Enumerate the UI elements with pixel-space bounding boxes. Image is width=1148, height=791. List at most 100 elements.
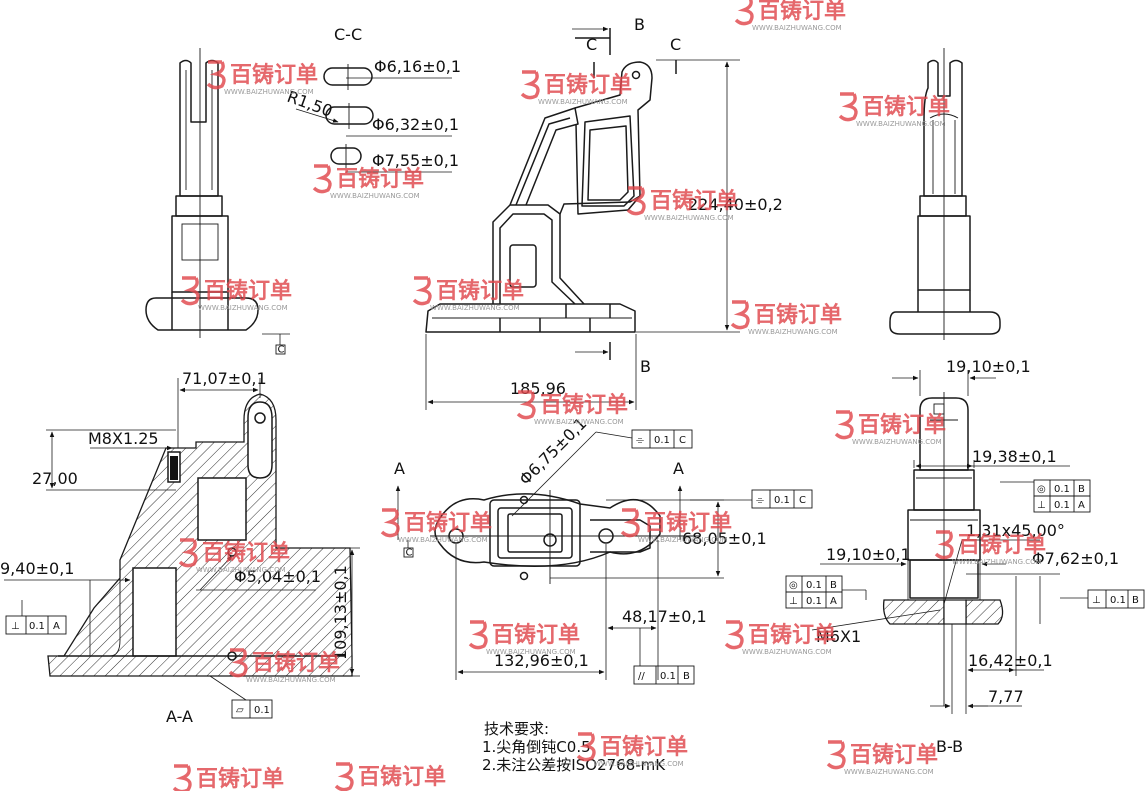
svg-text:WWW.BAIZHUWANG.COM: WWW.BAIZHUWANG.COM [594, 760, 684, 768]
dim-bb-thread: M6X1 [816, 627, 861, 646]
svg-text:WWW.BAIZHUWANG.COM: WWW.BAIZHUWANG.COM [748, 328, 838, 336]
svg-text:0.1: 0.1 [1110, 595, 1126, 606]
right-elevation-view [889, 48, 1001, 340]
notes-line-1: 1.尖角倒钝C0.5 [482, 738, 591, 756]
datum-marker-c2: C [406, 548, 413, 559]
svg-text:百铸订单: 百铸订单 [544, 72, 632, 98]
svg-text:B: B [1078, 484, 1085, 495]
fcf-bb-perp-1: ⊥ 0.1 A [1033, 495, 1091, 513]
svg-text:百铸订单: 百铸订单 [862, 94, 950, 120]
svg-text:WWW.BAIZHUWANG.COM: WWW.BAIZHUWANG.COM [644, 214, 734, 222]
svg-text:◎: ◎ [789, 580, 798, 591]
svg-text:C: C [799, 495, 806, 506]
svg-text:百铸订单: 百铸订单 [858, 412, 946, 438]
svg-text:百铸订单: 百铸订单 [958, 532, 1046, 558]
svg-text:WWW.BAIZHUWANG.COM: WWW.BAIZHUWANG.COM [330, 192, 420, 200]
svg-text:C: C [679, 435, 686, 446]
svg-text:WWW.BAIZHUWANG.COM: WWW.BAIZHUWANG.COM [852, 438, 942, 446]
dim-bb-dia: Φ7,62±0,1 [1032, 549, 1119, 568]
svg-text:百铸订单: 百铸订单 [202, 540, 290, 566]
dim-aa-depth: 27,00 [32, 469, 78, 488]
section-cc-label: C-C [334, 25, 362, 44]
dim-bb-w3: 7,77 [988, 687, 1024, 706]
svg-text:0.1: 0.1 [806, 580, 822, 591]
front-elevation-view: 224,40±0,2 185,96 B C C B [425, 15, 783, 410]
dim-top-dist-h1: 48,17±0,1 [622, 607, 707, 626]
svg-text:WWW.BAIZHUWANG.COM: WWW.BAIZHUWANG.COM [198, 304, 288, 312]
svg-text:⌯: ⌯ [756, 495, 764, 506]
svg-text:0.1: 0.1 [806, 596, 822, 607]
fcf-bb-perp-2: ⊥ 0.1 A [785, 591, 843, 609]
dim-top-dist-h2: 132,96±0,1 [494, 651, 589, 670]
fcf-bb-perp-3: ⊥ 0.1 B [1087, 589, 1145, 609]
fcf-bb-conc-1: ◎ 0.1 B [1033, 479, 1091, 497]
svg-text:0.1: 0.1 [254, 705, 270, 716]
svg-text:⌯: ⌯ [636, 435, 644, 446]
dim-top-dist-v: 68,05±0,1 [682, 529, 767, 548]
svg-text:⊥: ⊥ [11, 621, 20, 632]
cut-letter-a-right: A [673, 459, 684, 478]
fcf-top-par: // 0.1 B [633, 665, 695, 685]
svg-text://: // [638, 671, 645, 682]
dim-bb-lower-w: 19,10±0,1 [826, 545, 911, 564]
dim-bb-w2: 16,42±0,1 [968, 651, 1053, 670]
cut-letter-b-top: B [634, 15, 645, 34]
svg-text:百铸订单: 百铸订单 [644, 510, 732, 536]
section-cc-view: C-C Φ6,16±0,1 Φ6,32±0,1 Φ7,55±0,1 R1,50 [285, 25, 461, 173]
svg-text:百铸订单: 百铸订单 [204, 278, 292, 304]
technical-notes: 技术要求: 1.尖角倒钝C0.5 2.未注公差按ISO2768-mK [482, 720, 666, 774]
svg-text:百铸订单: 百铸订单 [252, 650, 340, 676]
cut-letter-b-bottom: B [640, 357, 651, 376]
svg-text:WWW.BAIZHUWANG.COM: WWW.BAIZHUWANG.COM [398, 536, 488, 544]
dim-cc-dia2: Φ6,32±0,1 [372, 115, 459, 134]
svg-text:WWW.BAIZHUWANG.COM: WWW.BAIZHUWANG.COM [196, 566, 286, 574]
dim-cc-dia3: Φ7,55±0,1 [372, 151, 459, 170]
svg-text:0.1: 0.1 [29, 621, 45, 632]
svg-text:B: B [683, 671, 690, 682]
dim-aa-width: 71,07±0,1 [182, 369, 267, 388]
svg-text:WWW.BAIZHUWANG.COM: WWW.BAIZHUWANG.COM [856, 120, 946, 128]
section-bb-view: 19,10±0,1 19,38±0,1 ◎ 0.1 B ⊥ 0.1 A 1,31… [785, 357, 1145, 756]
svg-text:◎: ◎ [1037, 484, 1046, 495]
svg-text:A: A [830, 596, 837, 607]
dim-bb-chamfer: 1,31x45,00° [966, 521, 1065, 540]
section-aa-view: 71,07±0,1 M8X1.25 27,00 9,40±0,1 Φ5,04±0… [0, 369, 360, 726]
svg-text:WWW.BAIZHUWANG.COM: WWW.BAIZHUWANG.COM [246, 676, 336, 684]
svg-text:百铸订单: 百铸订单 [754, 302, 842, 328]
dim-aa-left: 9,40±0,1 [0, 559, 74, 578]
svg-text:百铸订单: 百铸订单 [230, 62, 318, 88]
svg-text:B: B [830, 580, 837, 591]
dim-aa-hole: Φ5,04±0,1 [234, 567, 321, 586]
svg-text:⊥: ⊥ [1092, 595, 1101, 606]
svg-text:百铸订单: 百铸订单 [436, 278, 524, 304]
dim-bb-top-w: 19,10±0,1 [946, 357, 1031, 376]
fcf-top-sym-1: ⌯ 0.1 C [631, 429, 693, 449]
fcf-top-sym-2: ⌯ 0.1 C [751, 489, 813, 509]
svg-text:百铸订单: 百铸订单 [540, 392, 628, 418]
svg-text:百铸订单: 百铸订单 [650, 188, 738, 214]
dim-aa-height: 109,13±0,1 [331, 565, 350, 660]
svg-text:WWW.BAIZHUWANG.COM: WWW.BAIZHUWANG.COM [742, 648, 832, 656]
svg-text:0.1: 0.1 [1054, 484, 1070, 495]
svg-text:WWW.BAIZHUWANG.COM: WWW.BAIZHUWANG.COM [638, 536, 728, 544]
svg-text:WWW.BAIZHUWANG.COM: WWW.BAIZHUWANG.COM [224, 88, 314, 96]
svg-text:百铸订单: 百铸订单 [492, 622, 580, 648]
svg-text:B: B [1132, 595, 1139, 606]
